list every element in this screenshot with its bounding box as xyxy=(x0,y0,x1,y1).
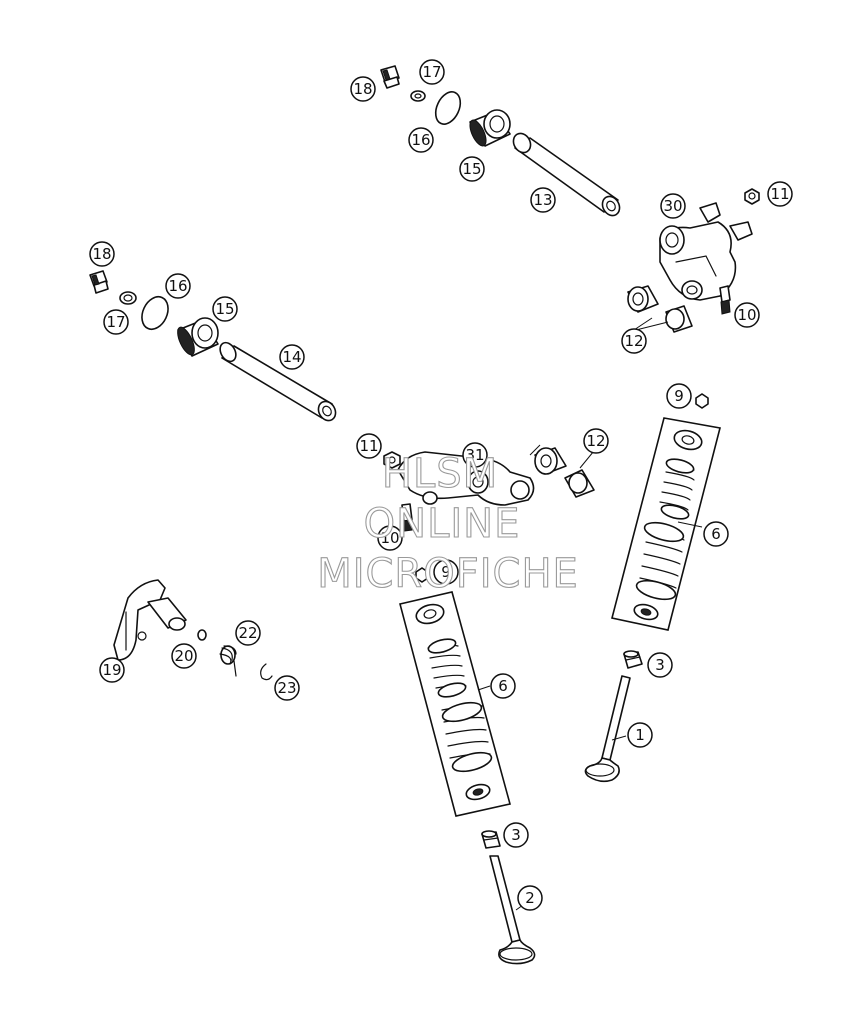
valve-keepers-left xyxy=(415,567,429,583)
lower-adjust-screw xyxy=(401,503,413,532)
callout-12-upper: 12 xyxy=(621,328,647,354)
svg-text:18: 18 xyxy=(353,80,372,98)
svg-text:23: 23 xyxy=(277,679,296,697)
decomp-lever xyxy=(113,579,187,661)
svg-text:3: 3 xyxy=(511,826,521,844)
callout-6-upper: 6 xyxy=(703,521,729,547)
lower-shaft-bolt xyxy=(89,270,109,294)
svg-text:20: 20 xyxy=(174,647,193,665)
callout-14: 14 xyxy=(279,344,305,370)
svg-text:12: 12 xyxy=(586,432,605,450)
lower-o-ring xyxy=(141,295,169,331)
callout-11-lower: 11 xyxy=(356,433,382,459)
svg-text:2: 2 xyxy=(525,889,535,907)
callout-9-lower: 9 xyxy=(433,559,459,585)
svg-text:6: 6 xyxy=(711,525,721,543)
svg-text:22: 22 xyxy=(238,624,257,642)
watermark: HLSM ONLINE MICROFICHE xyxy=(317,450,579,597)
svg-text:11: 11 xyxy=(770,185,789,203)
callouts: 18 17 16 15 13 30 11 10 12 18 16 15 17 1… xyxy=(89,59,793,911)
lower-rocker-bushings xyxy=(534,447,595,498)
callout-11-upper: 11 xyxy=(767,181,793,207)
stem-seal-left xyxy=(481,830,501,849)
upper-rocker-shaft xyxy=(512,132,621,217)
svg-text:15: 15 xyxy=(462,160,481,178)
leader-lines xyxy=(477,317,703,911)
callout-15-upper: 15 xyxy=(459,156,485,182)
callout-22: 22 xyxy=(235,620,261,646)
callout-16-lower: 16 xyxy=(165,273,191,299)
svg-text:13: 13 xyxy=(533,191,552,209)
svg-text:17: 17 xyxy=(422,63,441,81)
upper-adjust-screw xyxy=(719,285,731,315)
svg-text:15: 15 xyxy=(215,300,234,318)
upper-shaft-bolt xyxy=(380,65,400,89)
callout-12-lower: 12 xyxy=(583,428,609,454)
callout-31: 31 xyxy=(462,442,488,468)
watermark-line-2: ONLINE xyxy=(364,501,521,547)
watermark-line-3: MICROFICHE xyxy=(317,551,579,597)
decomp-washer xyxy=(197,629,207,641)
callout-19: 19 xyxy=(99,657,125,683)
svg-text:10: 10 xyxy=(737,306,756,324)
intake-valve xyxy=(489,855,536,965)
callout-15-lower: 15 xyxy=(212,296,238,322)
callout-3-upper: 3 xyxy=(647,652,673,678)
valve-keepers-right xyxy=(695,393,709,409)
callout-2: 2 xyxy=(517,885,543,911)
callout-6-lower: 6 xyxy=(490,673,516,699)
svg-text:19: 19 xyxy=(102,661,121,679)
svg-text:30: 30 xyxy=(663,197,682,215)
watermark-line-1: HLSM xyxy=(382,451,498,497)
svg-text:14: 14 xyxy=(282,348,301,366)
svg-text:11: 11 xyxy=(359,437,378,455)
svg-text:10: 10 xyxy=(380,529,399,547)
callout-10-lower: 10 xyxy=(377,525,403,551)
lower-nut xyxy=(383,451,401,469)
svg-text:12: 12 xyxy=(624,332,643,350)
callout-18-lower: 18 xyxy=(89,241,115,267)
svg-text:6: 6 xyxy=(498,677,508,695)
rocker-arm-lower xyxy=(397,451,535,506)
callout-3-lower: 3 xyxy=(503,822,529,848)
callout-13: 13 xyxy=(530,187,556,213)
svg-text:16: 16 xyxy=(168,277,187,295)
svg-text:3: 3 xyxy=(655,656,665,674)
decomp-spring xyxy=(219,645,237,677)
callout-16-upper: 16 xyxy=(408,127,434,153)
lower-shaft-holder xyxy=(177,317,219,357)
upper-shaft-holder xyxy=(469,109,511,147)
callout-17-upper: 17 xyxy=(419,59,445,85)
exhaust-valve xyxy=(584,675,631,783)
svg-text:18: 18 xyxy=(92,245,111,263)
upper-rocker-bushings xyxy=(627,285,693,333)
callout-10-upper: 10 xyxy=(734,302,760,328)
stem-seal-right xyxy=(623,650,643,669)
decomp-circlip xyxy=(260,663,273,681)
upper-nut xyxy=(744,188,760,205)
svg-text:9: 9 xyxy=(674,387,684,405)
callout-20: 20 xyxy=(171,643,197,669)
rocker-arm-upper xyxy=(659,202,753,301)
callout-23: 23 xyxy=(274,675,300,701)
callout-18-upper: 18 xyxy=(350,76,376,102)
valve-spring-box-right xyxy=(611,417,721,631)
callout-9-upper: 9 xyxy=(666,383,692,409)
svg-text:17: 17 xyxy=(106,313,125,331)
upper-o-ring xyxy=(434,91,462,125)
svg-text:31: 31 xyxy=(465,446,484,464)
svg-text:9: 9 xyxy=(441,563,451,581)
lower-washer xyxy=(119,291,137,305)
svg-text:16: 16 xyxy=(411,131,430,149)
callout-1: 1 xyxy=(627,722,653,748)
lower-rocker-shaft xyxy=(219,341,337,422)
svg-text:1: 1 xyxy=(635,726,645,744)
callout-17-lower: 17 xyxy=(103,309,129,335)
upper-washer xyxy=(410,90,426,102)
valve-spring-box-left xyxy=(399,591,511,817)
callout-30: 30 xyxy=(660,193,686,219)
